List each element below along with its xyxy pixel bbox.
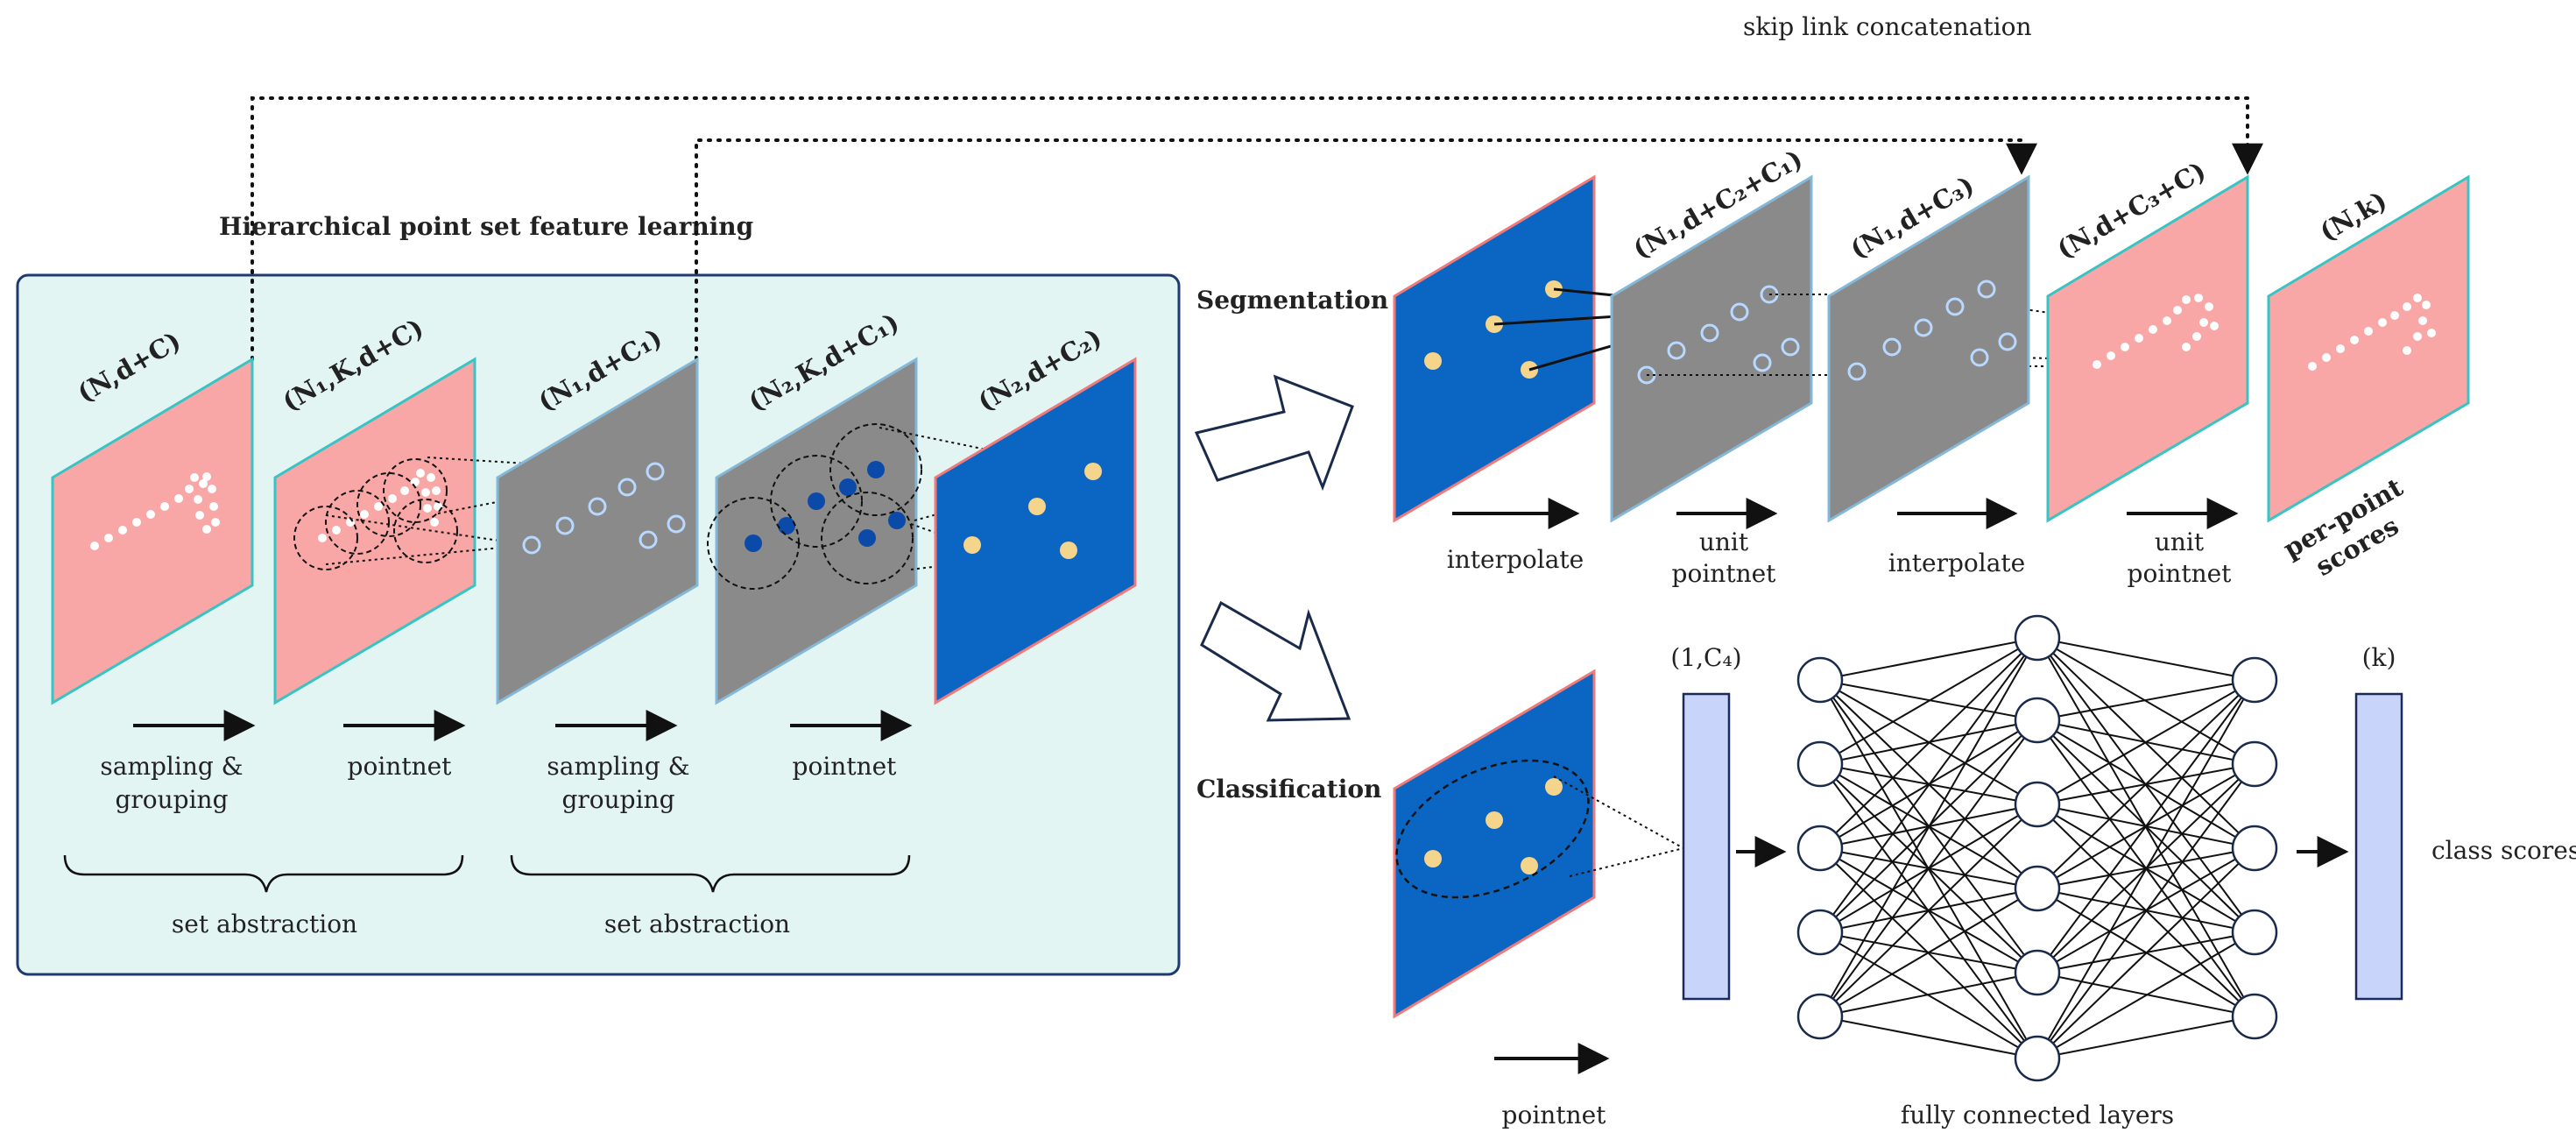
classification-title: Classification [1196,775,1381,804]
hier-panel-3 [496,357,699,705]
cls-panel [1393,669,1596,1019]
set-abstraction-braces [63,854,911,893]
skip-link-label: skip link concatenation [1743,12,2032,41]
fc-neuron-layer-2 [2014,865,2061,912]
fc-neuron-layer-1 [1796,825,1844,872]
fc-neuron-layer-1 [1796,656,1844,704]
hier-panel-5 [934,357,1137,705]
hier-step-4-line1: pointnet [793,752,898,781]
fc-connection [2036,679,2255,889]
fc-connection [2036,931,2255,1059]
fc-connection [1819,637,2038,1017]
segmentation-title: Segmentation [1196,286,1388,315]
class-score-vector-label: (k) [2362,643,2396,672]
fc-label: fully connected layers [1901,1101,2174,1129]
hier-step-1-line2: grouping [115,785,228,814]
fc-connection [1819,637,2038,933]
hier-step-1-line1: sampling & [100,752,243,781]
fc-connection [2036,679,2255,974]
fc-connection [2036,847,2255,1059]
seg-panel-0 [1393,174,1596,523]
fc-neuron-layer-3 [2231,656,2278,704]
fc-connection [2036,679,2255,805]
seg-step-4-line1: unit [2155,527,2205,556]
global-feature-label: (1,C₄) [1670,643,1741,672]
hier-step-3-line2: grouping [561,785,674,814]
seg-panel-3 [2046,174,2249,523]
classification-branch-arrow [1200,600,1352,722]
seg-step-2-line2: pointnet [1672,559,1777,588]
hier-panel-4 [707,357,922,705]
fc-neuron-layer-3 [2231,993,2278,1040]
class-score-vector [2354,692,2403,1001]
fully-connected-network [1796,614,2278,1082]
seg-step-1-line1: interpolate [1447,545,1584,574]
global-feature-vector [1682,692,1731,1001]
set-abstraction-label-2: set abstraction [604,910,790,938]
fc-neuron-layer-2 [2014,697,2061,744]
fc-neuron-layer-1 [1796,993,1844,1040]
fc-connection [2036,637,2255,681]
hierarchy-title: Hierarchical point set feature learning [219,212,753,241]
fc-neuron-layer-2 [2014,1035,2061,1082]
fc-neuron-layer-2 [2014,949,2061,996]
fc-connection [2036,1016,2255,1059]
seg-panel-2 [1827,174,2030,523]
fc-connection [1819,719,2038,1017]
fc-connection [2036,763,2255,1059]
fc-connection [1819,972,2038,1017]
set-abstraction-label-1: set abstraction [172,910,357,938]
seg-step-2-line1: unit [1699,527,1749,556]
class-scores-label: class scores [2431,836,2576,865]
seg-step-4-line2: pointnet [2128,559,2233,588]
fc-neuron-layer-2 [2014,781,2061,828]
seg-panel-1 [1610,174,1813,523]
fc-connection [2036,679,2255,1059]
fc-connection [1819,1016,2038,1059]
hier-panel-1 [51,357,254,705]
skip-links [251,96,2263,361]
fc-connection [1819,888,2038,1017]
hier-panel-2 [273,357,476,705]
hier-step-3-line1: sampling & [547,752,689,781]
segmentation-branch-arrow [1194,374,1354,492]
hier-step-2-line1: pointnet [348,752,453,781]
cls-connectors [1553,775,1684,877]
fc-neuron-layer-3 [2231,825,2278,872]
fc-connection [1819,637,2038,849]
fc-neuron-layer-3 [2231,909,2278,956]
fc-connection [1819,637,2038,681]
fc-connection [1819,804,2038,1017]
cls-step-label: pointnet [1502,1101,1607,1129]
seg-step-3-line1: interpolate [1888,549,2025,577]
fc-connection [2036,679,2255,721]
branch-arrows [1194,374,1354,722]
fc-neuron-layer-1 [1796,740,1844,788]
fc-neuron-layer-3 [2231,740,2278,788]
fc-neuron-layer-2 [2014,614,2061,662]
fc-neuron-layer-1 [1796,909,1844,956]
seg-panel-4 [2267,174,2470,523]
fc-connection [1819,637,2038,765]
